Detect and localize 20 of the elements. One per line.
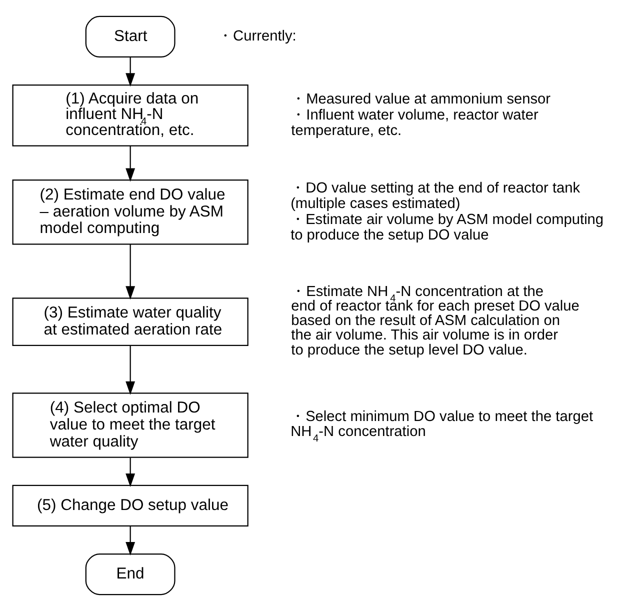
arrow: [126, 56, 136, 86]
arrow: [126, 525, 136, 555]
node-box: End: [85, 552, 176, 595]
node-box: (2) Estimate end DO value – aeration volume by ASM model computing: [12, 179, 248, 244]
arrow: [126, 345, 136, 394]
node-label: ・Estimate air volume by ASM model computing to produce the setup DO value: [290, 211, 604, 244]
node-label: ・DO value setting at the end of reactor tank (multiple cases estimated): [290, 180, 580, 212]
node-label: ・Select minimum DO value to meet the target NH$_{4}$-N concentration: [290, 408, 594, 444]
node-label: ・Influent water volume, reactor water temperature, etc.: [291, 106, 538, 139]
node-label: ・Estimate NH$_{4}$-N concentration at the end of reactor tank for each preset DO value based on the result of ASM calculation on the air volume. This air volume is in order to produce the setup level DO value.: [291, 283, 580, 358]
arrow: [126, 145, 136, 182]
node-box: Start: [85, 15, 176, 58]
arrow: [126, 244, 136, 300]
node-box: (4) Select optimal DO value to meet the target water quality: [12, 392, 248, 458]
node-box: (5) Change DO setup value: [12, 484, 248, 526]
node-label: ・Measured value at ammonium sensor: [291, 91, 551, 108]
node-label: ・Currently:: [218, 28, 296, 44]
arrow: [126, 457, 136, 487]
node-box: (1) Acquire data on influent NH$_{4}$-N concentration, etc.: [12, 84, 248, 146]
node-box: (3) Estimate water quality at estimated aeration rate: [12, 297, 248, 346]
